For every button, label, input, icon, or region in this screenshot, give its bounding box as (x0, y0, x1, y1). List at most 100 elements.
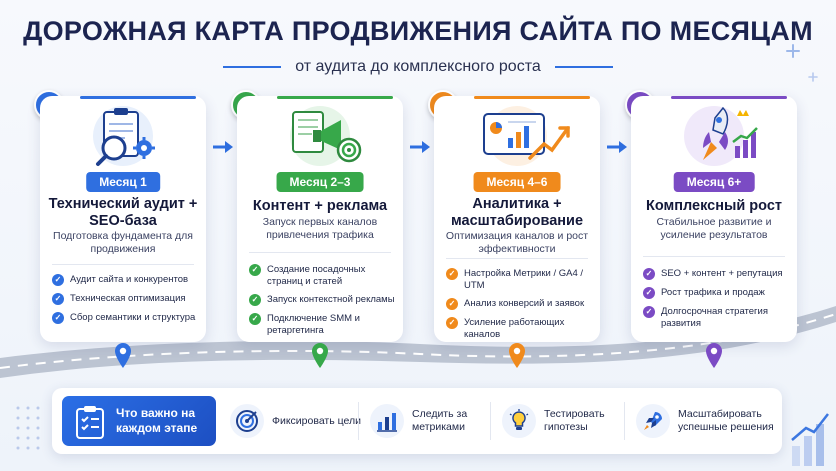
month-badge: Месяц 1 (86, 172, 160, 192)
checklist-item-label: Настройка Метрики / GA4 / UTM (464, 268, 584, 291)
check-icon: ✓ (249, 264, 261, 276)
bottom-item-goals: Фиксировать цели (230, 398, 361, 444)
analytics-dashboard-icon (483, 106, 570, 166)
checklist-item: ✓ Долгосрочная стратегия развития (643, 306, 791, 329)
check-icon: ✓ (249, 294, 261, 306)
card-illustration (40, 102, 206, 170)
next-stage-arrow-icon (607, 141, 627, 153)
checklist-item-label: Запуск контекстной рекламы (267, 294, 395, 305)
checklist-item: ✓ Подключение SMM и ретаргетинга (249, 313, 397, 336)
stage-checklist: ✓SEO + контент + репутация✓Рост трафика … (643, 268, 791, 329)
card-illustration (237, 102, 403, 170)
card-illustration (631, 102, 797, 170)
card-top-accent (671, 96, 787, 99)
next-stage-arrow-icon (410, 141, 430, 153)
divider (490, 402, 491, 440)
subtitle-row: от аудита до комплексного роста (0, 58, 836, 76)
divider (358, 402, 359, 440)
check-icon: ✓ (446, 317, 458, 329)
stage-checklist: ✓Настройка Метрики / GA4 / UTM✓Анализ ко… (446, 268, 594, 340)
next-stage-arrow-icon (213, 141, 233, 153)
card-illustration (434, 102, 600, 170)
audit-magnifier-gear-icon (93, 106, 155, 166)
checklist-item-label: Долгосрочная стратегия развития (661, 306, 768, 329)
check-icon: ✓ (249, 313, 261, 325)
card-top-accent (277, 96, 393, 99)
divider (643, 256, 785, 257)
stage-description: Оптимизация каналов и рост эффективности (445, 230, 589, 255)
stage-title: Комплексный рост (646, 198, 782, 214)
dots-pattern-icon (16, 406, 40, 450)
checklist-item-label: SEO + контент + репутация (661, 268, 783, 279)
divider (446, 258, 588, 259)
bottom-item-hypotheses: Тестировать гипотезы (502, 398, 610, 444)
stage-checklist: ✓Создание посадочных страниц и статей✓За… (249, 264, 397, 336)
subtitle-right-line (554, 66, 613, 68)
checklist-item: ✓ Настройка Метрики / GA4 / UTM (446, 268, 594, 291)
checklist-item-label: Техническая оптимизация (70, 293, 186, 304)
stage-checklist: ✓ Аудит сайта и конкурентов ✓ Техническая о… (52, 274, 200, 324)
map-pin-icon (509, 343, 525, 368)
checklist-item: ✓Рост трафика и продаж (643, 287, 791, 299)
checklist-item-label: Аудит сайта и конкурентов (70, 274, 189, 285)
check-icon: ✓ (643, 268, 655, 280)
checklist-item: ✓ SEO + контент + репутация (643, 268, 791, 280)
month-badge: Месяц 4–6 (473, 172, 561, 192)
stage-description: Стабильное развитие и усиление результат… (656, 216, 772, 241)
target-icon (230, 404, 264, 438)
stage-title: Контент + реклама (252, 198, 388, 214)
month-badge: Месяц 2–3 (276, 172, 364, 192)
rocket-icon (636, 404, 670, 438)
checklist-item-label: Сбор семантики и структура (70, 312, 196, 323)
divider (624, 402, 625, 440)
sparkle-plus-icon (808, 72, 818, 82)
bar-chart-icon (370, 404, 404, 438)
bottom-item-scale: Масштабировать успешные решения (636, 398, 790, 444)
map-pin-icon (706, 343, 722, 368)
check-icon: ✓ (446, 298, 458, 310)
month-badge: Месяц 6+ (673, 172, 755, 192)
checklist-item: ✓ Запуск контекстной рекламы (249, 294, 397, 306)
check-icon: ✓ (446, 268, 458, 280)
check-icon: ✓ (643, 306, 655, 318)
card-top-accent (80, 96, 196, 99)
card-top-accent (474, 96, 590, 99)
bottom-item-label: Следить за метриками (412, 408, 468, 433)
bottom-item-label: Фиксировать цели (272, 414, 361, 427)
rocket-crown-icon (684, 106, 758, 166)
bottom-panel: Что важно на каждом этапе Фиксировать це… (52, 388, 782, 454)
page-title: ДОРОЖНАЯ КАРТА ПРОДВИЖЕНИЯ САЙТА ПО МЕСЯ… (23, 16, 813, 46)
divider (249, 252, 391, 253)
checklist-item: ✓ Аудит сайта и конкурентов (52, 274, 200, 286)
bottom-item-label: Масштабировать успешные решения (678, 408, 774, 433)
stage-title: Технический аудит + SEO-база (48, 196, 198, 229)
checklist-item: ✓ Усиление работающих каналов (446, 317, 594, 340)
bottom-lead-block: Что важно на каждом этапе (62, 396, 216, 446)
divider (52, 264, 194, 265)
checklist-item-label: Подключение SMM и ретаргетинга (267, 313, 360, 336)
stage-description: Подготовка фундамента для продвижения (53, 230, 193, 255)
bottom-item-label: Тестировать гипотезы (544, 408, 605, 433)
checklist-item-label: Рост трафика и продаж (661, 287, 765, 298)
road-path (0, 306, 836, 378)
stage-title: Аналитика + масштабирование (450, 196, 584, 229)
bottom-item-metrics: Следить за метриками (370, 398, 478, 444)
map-pin-icon (115, 343, 131, 368)
check-icon: ✓ (52, 293, 64, 305)
clipboard-checklist-icon (76, 406, 104, 439)
subtitle-left-line (223, 66, 282, 68)
checklist-item: ✓ Сбор семантики и структура (52, 312, 200, 324)
checklist-item: ✓ Техническая оптимизация (52, 293, 200, 305)
lightbulb-icon (502, 404, 536, 438)
checklist-item-label: Усиление работающих каналов (464, 317, 565, 340)
bottom-lead-text: Что важно на каждом этапе (116, 406, 198, 435)
check-icon: ✓ (52, 312, 64, 324)
map-pin-icon (312, 343, 328, 368)
check-icon: ✓ (52, 274, 64, 286)
sparkle-plus-icon (786, 44, 800, 58)
checklist-item: ✓Создание посадочных страниц и статей (249, 264, 397, 287)
